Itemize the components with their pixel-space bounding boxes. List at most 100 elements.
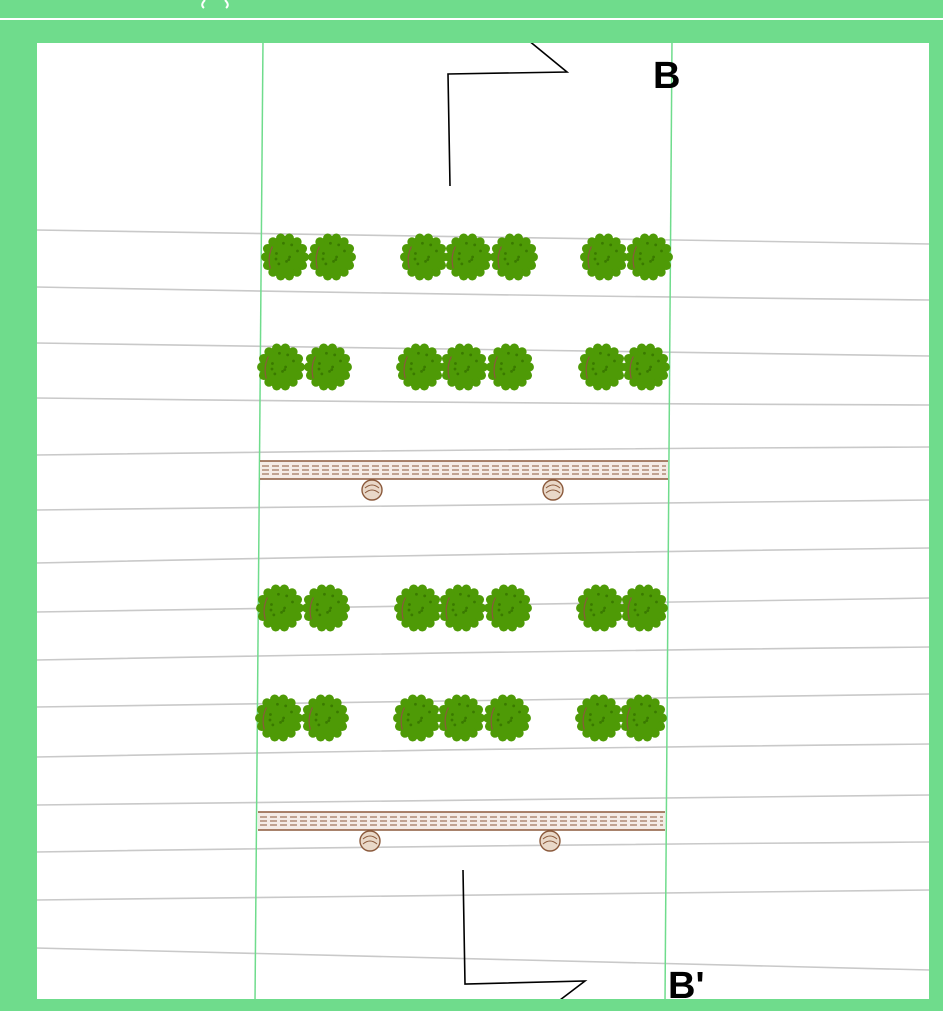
shrub-leaf [582,728,592,738]
shrub-leaf [598,732,608,742]
shrub-texture [475,359,478,363]
shrub-leaf [478,362,488,372]
shrub-leaf [427,347,437,357]
shrub-leaf [499,584,509,594]
shrub-leaf [333,618,343,628]
shrub-outline [497,246,502,269]
shrub-leaf [286,698,296,708]
ground-line [35,841,931,853]
shrub-leaf [325,622,335,632]
shrub-texture [599,351,602,355]
shrub-texture [331,365,335,369]
shrub-texture [453,367,457,371]
shrub-leaf [262,698,272,708]
shrub-leaf [401,243,412,254]
shrub [261,233,309,281]
shrub-texture [412,372,416,376]
shrub-canopy [305,587,347,629]
shrub-leaf [519,704,530,715]
shrub-leaf [258,370,269,381]
shrub-leaf [319,343,329,353]
shrub-texture [464,716,468,720]
shrub-leaf [655,704,666,715]
shrub-texture [332,259,335,263]
shrub-leaf [483,713,493,723]
shrub-leaf [651,618,661,628]
shrub-texture [417,351,420,355]
shrub-outline [627,597,632,620]
shrub-leaf [255,713,265,723]
shrub-texture [611,600,614,604]
shrub-texture [283,606,287,610]
shrub-texture [423,365,427,369]
shrub-leaf [658,370,669,381]
shrub [575,694,623,742]
shrub-leaf [490,698,500,708]
shrub-texture [461,720,464,724]
shrub-texture [409,367,413,371]
shrub-leaf [642,732,652,742]
shrub-leaf [291,721,302,732]
shrub-leaf [344,243,355,254]
shrub-canopy [581,346,623,388]
shrub-texture [296,249,299,253]
shrub-texture [651,258,655,262]
shrub-texture [500,362,503,365]
shrub-leaf [256,704,267,715]
shrub-texture [605,594,609,598]
shrub-leaf [323,271,333,281]
shrub-leaf [611,721,622,732]
shrub-texture [324,262,328,266]
shrub-leaf [625,252,635,262]
shrub-texture [518,710,521,714]
shrub-leaf [444,698,454,708]
shrub-leaf [612,594,623,605]
shrub-texture [599,720,602,724]
shrub-texture [649,259,652,263]
shrub-leaf [439,611,450,622]
shrub-outline [490,707,495,730]
shrub-texture [277,592,280,596]
shrub-leaf [436,260,447,271]
shrub-texture [604,704,608,708]
shrub-leaf [506,732,516,742]
shrub [440,343,488,391]
shrub [444,233,492,281]
shrub-leaf [441,370,452,381]
shrub-leaf [272,381,282,391]
shrub-leaf [305,370,316,381]
shrub-leaf [471,347,481,357]
shrub-texture [646,609,650,613]
shrub-texture [654,710,657,714]
shrub-leaf [417,584,427,594]
bench [260,460,668,501]
shrub-texture [657,359,660,363]
shrub-texture [418,610,421,614]
shrub-leaf [626,243,637,254]
shrub-texture [513,365,517,369]
shrub-leaf [403,347,413,357]
shrub-leaf [309,618,319,628]
shrub-leaf [257,594,268,605]
shrub-texture [275,252,278,255]
shrub-texture [509,719,513,723]
shrub-leaf [430,611,441,622]
shrub-leaf [436,243,447,254]
shrub-leaf [611,237,621,247]
shrub-canopy [311,236,353,278]
shrub-texture [641,592,644,596]
shrub-leaf [432,353,443,364]
shrub [400,233,448,281]
shrub-leaf [308,698,318,708]
shrub-texture [639,252,642,255]
shrub-texture [328,609,332,613]
shrub-leaf [309,243,320,254]
shrub-texture [519,600,522,604]
shrub-leaf [280,343,290,353]
shrub-leaf [656,267,666,277]
shrub-leaf [302,721,313,732]
shrub-leaf [305,353,316,364]
shrub-leaf [299,252,309,262]
shrub-leaf [517,347,527,357]
shrub-texture [291,600,294,604]
